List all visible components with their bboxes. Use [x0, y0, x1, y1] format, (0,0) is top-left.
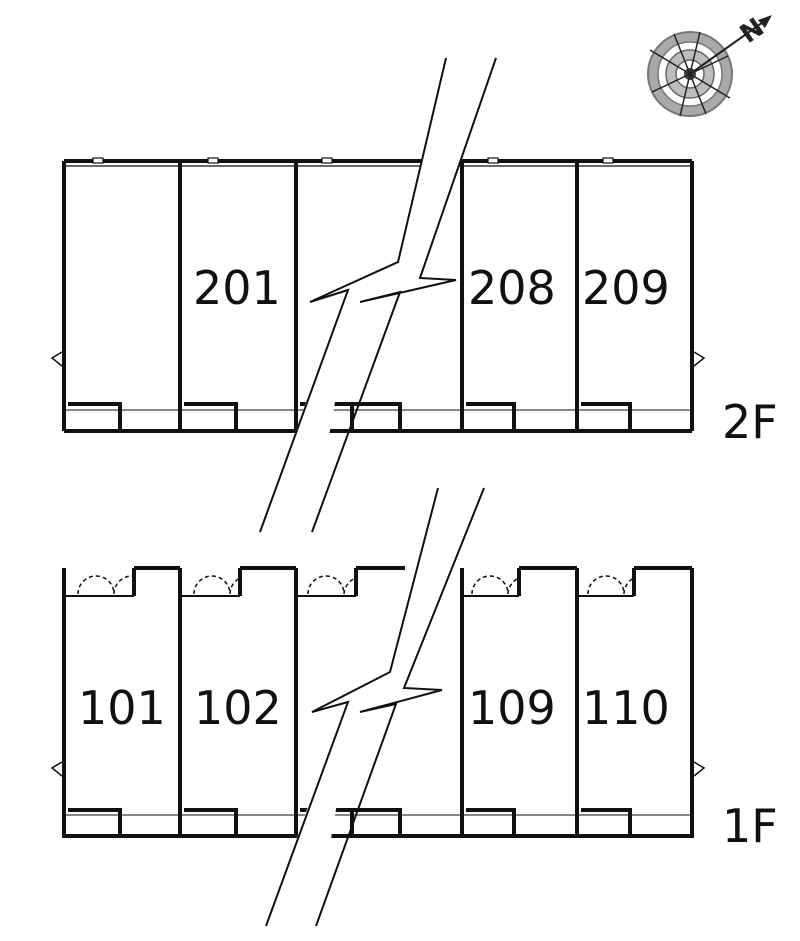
floor-2f-label: 2F: [722, 395, 778, 449]
unit-208-label: 208: [468, 261, 556, 315]
compass-icon: N: [647, 13, 772, 117]
floor-1f-label: 1F: [722, 799, 778, 853]
break-line-2f: [259, 57, 497, 533]
break-line-1f: [265, 487, 485, 927]
unit-110-label: 110: [582, 681, 670, 735]
unit-109-label: 109: [468, 681, 556, 735]
unit-101-label: 101: [78, 681, 166, 735]
floor-2f: [50, 157, 706, 433]
unit-102-label: 102: [194, 681, 282, 735]
unit-209-label: 209: [582, 261, 670, 315]
door-swings-1f: [77, 575, 635, 595]
unit-201-label: 201: [193, 261, 281, 315]
